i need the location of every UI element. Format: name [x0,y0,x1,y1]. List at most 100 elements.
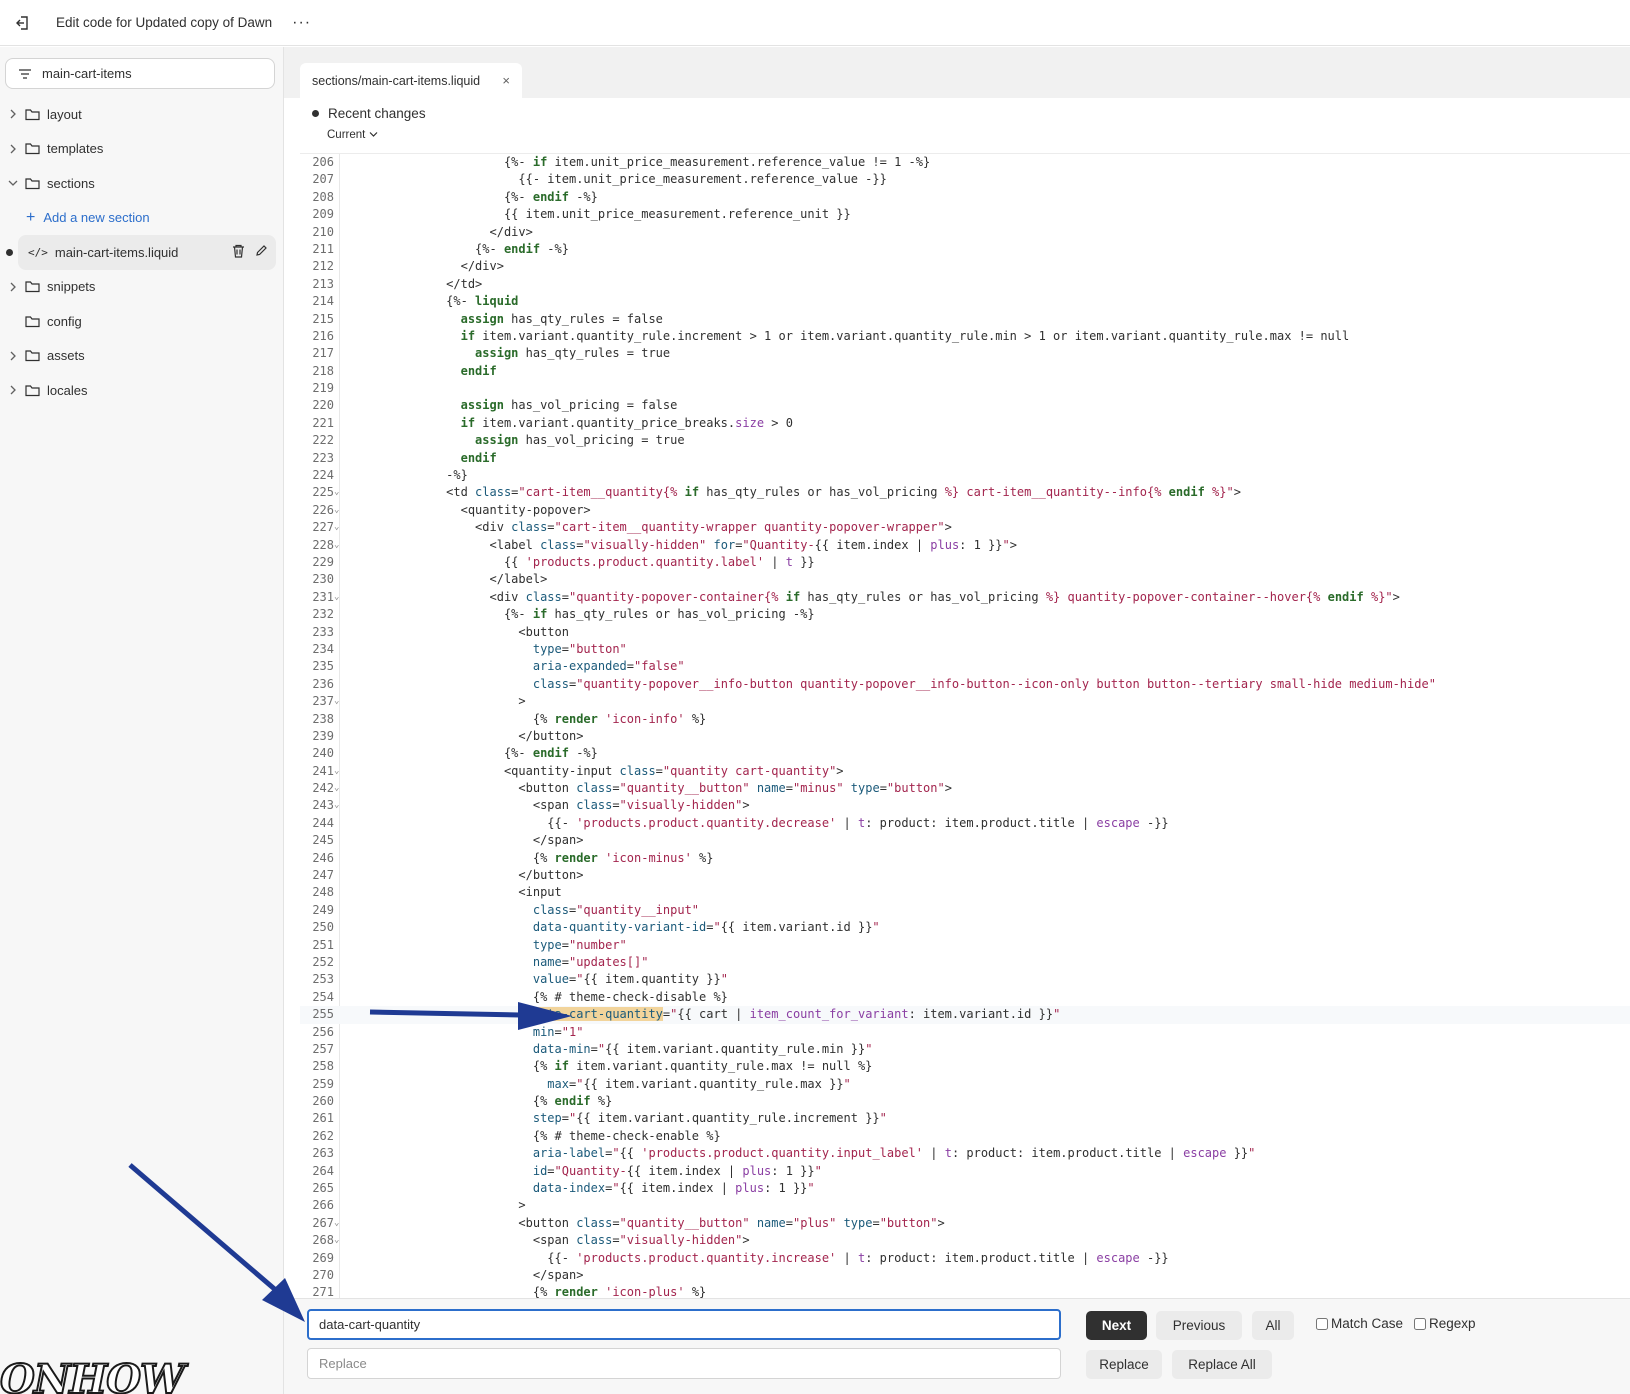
code-line[interactable]: 217 assign has_qty_rules = true [312,346,671,361]
replace-input[interactable] [307,1348,1061,1379]
pencil-icon[interactable] [255,244,268,261]
match-case-checkbox[interactable]: Match Case [1316,1316,1403,1331]
folder-locales[interactable]: locales [0,373,284,408]
file-filter-value: main-cart-items [42,66,132,81]
code-line[interactable]: 240 {%- endif -%} [312,746,598,761]
add-section-button[interactable]: + Add a new section [0,201,284,236]
code-line[interactable]: 251 type="number" [312,937,627,952]
code-line[interactable]: 267⌄ <button class="quantity__button" na… [312,1215,945,1230]
file-filter-input[interactable]: main-cart-items [5,58,275,89]
chevron-right-icon [6,109,20,119]
replace-all-button[interactable]: Replace All [1172,1350,1272,1379]
code-line[interactable]: 262 {% # theme-check-enable %} [312,1128,721,1143]
code-line[interactable]: 227⌄ <div class="cart-item__quantity-wra… [312,520,952,535]
tab-label: sections/main-cart-items.liquid [312,74,481,88]
chevron-right-icon [6,351,20,361]
folder-templates[interactable]: templates [0,132,284,167]
regexp-checkbox[interactable]: Regexp [1414,1316,1476,1331]
tab-main-cart-items[interactable]: sections/main-cart-items.liquid × [300,63,522,99]
code-line[interactable]: 260 {% endif %} [312,1094,613,1109]
code-line[interactable]: 238 {% render 'icon-info' %} [312,711,707,726]
code-line[interactable]: 223 endif [312,450,497,465]
code-line-current[interactable]: 255 data-cart-quantity="{{ cart | item_c… [300,1006,1630,1024]
code-line[interactable]: 270 </span> [312,1268,584,1282]
folder-sections[interactable]: sections [0,166,284,201]
file-label: main-cart-items.liquid [54,244,179,260]
more-actions-icon[interactable]: ··· [292,13,312,31]
code-line[interactable]: 242⌄ <button class="quantity__button" na… [312,781,952,796]
code-line[interactable]: 216 if item.variant.quantity_rule.increm… [312,328,1350,343]
folder-assets[interactable]: assets [0,339,284,374]
code-line[interactable]: 253 value="{{ item.quantity }}" [312,972,728,987]
code-line[interactable]: 257 data-min="{{ item.variant.quantity_r… [312,1041,873,1056]
previous-button[interactable]: Previous [1156,1311,1242,1340]
code-line[interactable]: 271 {% render 'icon-plus' %} [312,1285,707,1299]
code-line[interactable]: 213 </td> [312,276,483,291]
next-button[interactable]: Next [1086,1311,1147,1340]
code-line[interactable]: 247 </button> [312,868,584,883]
code-line[interactable]: 269 {{- 'products.product.quantity.incre… [312,1250,1169,1265]
find-input[interactable] [307,1309,1061,1340]
code-line[interactable]: 229 {{ 'products.product.quantity.label'… [312,554,815,569]
replace-button[interactable]: Replace [1086,1350,1162,1379]
code-line[interactable]: 214 {%- liquid [312,294,519,309]
folder-config[interactable]: config [0,304,284,339]
code-line[interactable]: 263 aria-label="{{ 'products.product.qua… [312,1146,1256,1161]
code-line[interactable]: 246 {% render 'icon-minus' %} [312,850,714,865]
code-line[interactable]: 256 min="1" [312,1024,584,1039]
code-line[interactable]: 248 <input [312,885,562,900]
code-line[interactable]: 226⌄ <quantity-popover> [312,502,591,517]
code-line[interactable]: 212 </div> [312,259,504,274]
code-line[interactable]: 261 step="{{ item.variant.quantity_rule.… [312,1111,887,1126]
code-line[interactable]: 249 class="quantity__input" [312,902,700,917]
code-line[interactable]: 231⌄ <div class="quantity-popover-contai… [312,589,1400,604]
code-line[interactable]: 220 assign has_vol_pricing = false [312,398,678,413]
code-line[interactable]: 254 {% # theme-check-disable %} [312,989,728,1004]
file-main-cart-items[interactable]: </> main-cart-items.liquid [6,235,276,270]
code-line[interactable]: 245 </span> [312,833,584,848]
code-line[interactable]: 241⌄ <quantity-input class="quantity car… [312,763,844,778]
code-line[interactable]: 224 -%} [312,468,468,483]
code-line[interactable]: 221 if item.variant.quantity_price_break… [312,415,793,430]
folder-snippets[interactable]: snippets [0,270,284,305]
code-line[interactable]: 266 > [312,1198,526,1213]
code-line[interactable]: 219 [312,381,334,396]
trash-icon[interactable] [232,244,245,261]
recent-changes-panel: Recent changes Current [300,98,1630,153]
code-line[interactable]: 264 id="Quantity-{{ item.index | plus: 1… [312,1163,822,1178]
exit-button[interactable] [0,3,46,43]
version-select[interactable]: Current [327,129,378,141]
code-line[interactable]: 215 assign has_qty_rules = false [312,311,663,326]
code-line[interactable]: 234 type="button" [312,641,627,656]
code-line[interactable]: 232 {%- if has_qty_rules or has_vol_pric… [312,607,815,622]
code-line[interactable]: 210 </div> [312,224,533,239]
code-line[interactable]: 265 data-index="{{ item.index | plus: 1 … [312,1181,815,1196]
code-line[interactable]: 252 name="updates[]" [312,954,649,969]
code-line[interactable]: 233 <button [312,624,569,639]
code-line[interactable]: 239 </button> [312,728,584,743]
code-line[interactable]: 206 {%- if item.unit_price_measurement.r… [312,155,931,169]
code-line[interactable]: 208 {%- endif -%} [312,189,598,204]
folder-layout[interactable]: layout [0,97,284,132]
code-line[interactable]: 268⌄ <span class="visually-hidden"> [312,1233,750,1248]
code-line[interactable]: 236 class="quantity-popover__info-button… [312,676,1436,691]
code-line[interactable]: 228⌄ <label class="visually-hidden" for=… [312,537,1017,552]
code-line[interactable]: 237⌄ > [312,694,526,709]
code-line[interactable]: 222 assign has_vol_pricing = true [312,433,685,448]
code-line[interactable]: 209 {{ item.unit_price_measurement.refer… [312,207,851,222]
folder-label: config [47,313,82,329]
close-icon[interactable]: × [502,73,510,88]
code-editor[interactable]: 206 {%- if item.unit_price_measurement.r… [300,153,1630,1299]
code-line[interactable]: 211 {%- endif -%} [312,241,569,256]
code-line[interactable]: 225⌄ <td class="cart-item__quantity{% if… [312,485,1241,500]
code-line[interactable]: 244 {{- 'products.product.quantity.decre… [312,815,1169,830]
code-line[interactable]: 235 aria-expanded="false" [312,659,685,674]
code-line[interactable]: 243⌄ <span class="visually-hidden"> [312,798,750,813]
code-line[interactable]: 207 {{- item.unit_price_measurement.refe… [312,172,887,187]
code-line[interactable]: 250 data-quantity-variant-id="{{ item.va… [312,920,880,935]
code-line[interactable]: 259 max="{{ item.variant.quantity_rule.m… [312,1076,851,1091]
code-line[interactable]: 218 endif [312,363,497,378]
code-line[interactable]: 258 {% if item.variant.quantity_rule.max… [312,1059,873,1074]
code-line[interactable]: 230 </label> [312,572,548,587]
all-button[interactable]: All [1252,1311,1294,1340]
